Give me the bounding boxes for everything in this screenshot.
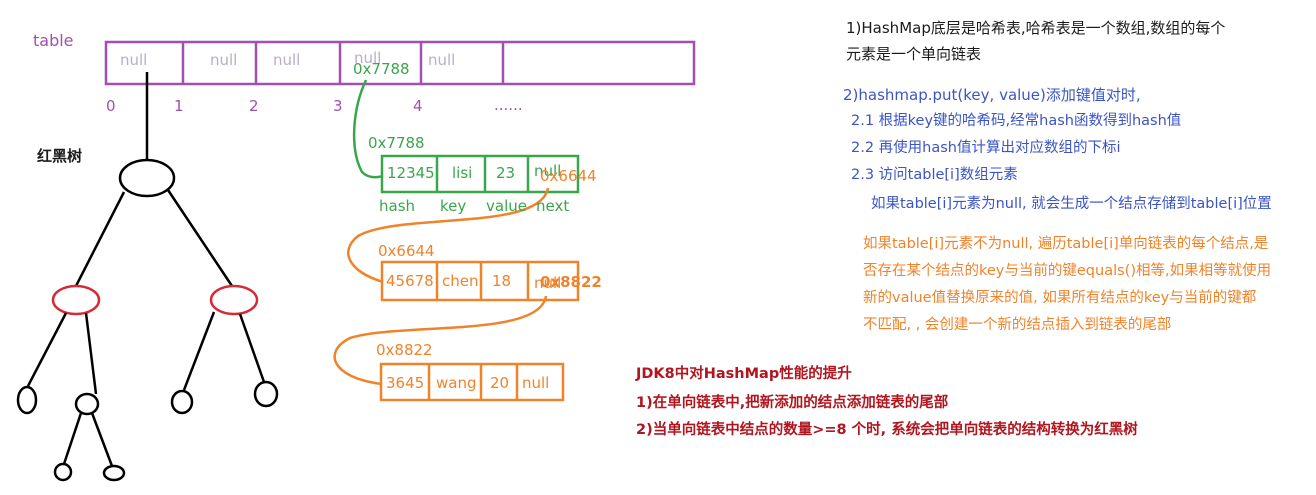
hash-table-array: [104, 40, 696, 86]
index-ellipsis: ......: [494, 96, 523, 114]
node3-value: 20: [490, 374, 510, 392]
note-2-3-nonnull-line-4: 不匹配, , 会创建一个新的结点插入到链表的尾部: [863, 317, 1172, 333]
node3-next: null: [522, 374, 550, 392]
table-cell-3-address: 0x7788: [353, 60, 410, 78]
node2-next-address: 0x8822: [540, 273, 602, 291]
linked-node-1-box: [380, 154, 580, 194]
index-0: 0: [106, 97, 116, 115]
node3-key: wang: [436, 374, 477, 392]
node1-key: lisi: [452, 164, 473, 182]
note-2-3-nonnull-line-1: 如果table[i]元素不为null, 遍历table[i]单向链表的每个结点,…: [863, 236, 1269, 252]
link-node1-to-node2: [347, 187, 550, 284]
node2-address: 0x6644: [378, 242, 435, 260]
node3-address: 0x8822: [376, 341, 433, 359]
linked-node-3-box: [379, 362, 565, 402]
index-1: 1: [174, 97, 184, 115]
node2-key: chen: [442, 272, 479, 290]
note-1-line-2: 元素是一个单向链表: [846, 45, 982, 63]
red-black-tree-label: 红黑树: [37, 147, 83, 165]
node1-hash: 12345: [387, 164, 435, 182]
field-label-hash: hash: [379, 197, 416, 215]
table-cell-4: null: [428, 51, 456, 69]
field-label-value: value: [486, 197, 527, 215]
table-cell-3: null: [354, 49, 382, 67]
red-black-tree: [16, 72, 279, 482]
note-2-3: 2.3 访问table[i]数组元素: [851, 167, 1018, 183]
node1-next-address: 0x6644: [540, 167, 597, 185]
note-2-2: 2.2 再使用hash值计算出对应数组的下标i: [851, 140, 1121, 156]
note-2-title: 2)hashmap.put(key, value)添加键值对时,: [843, 86, 1141, 104]
field-label-key: key: [440, 197, 467, 215]
index-3: 3: [333, 97, 343, 115]
jdk8-point-2: 2)当单向链表中结点的数量>=8 个时, 系统会把单向链表的结构转换为红黑树: [636, 422, 1138, 438]
index-2: 2: [249, 97, 259, 115]
note-2-3-null-case: 如果table[i]元素为null, 就会生成一个结点存储到table[i]位置: [871, 196, 1272, 212]
field-label-next: next: [536, 197, 570, 215]
node1-value: 23: [496, 164, 516, 182]
node2-value: 18: [492, 272, 512, 290]
link-table-to-node1: [352, 79, 384, 179]
node1-next: null: [534, 162, 562, 180]
jdk8-point-1: 1)在单向链表中,把新添加的结点添加链表的尾部: [636, 395, 949, 411]
table-cell-0: null: [120, 51, 148, 69]
node2-next: null: [534, 274, 562, 292]
note-2-3-nonnull-line-2: 否存在某个结点的key与当前的键equals()相等,如果相等就使用: [863, 263, 1272, 279]
table-label: table: [33, 31, 74, 50]
jdk8-title: JDK8中对HashMap性能的提升: [636, 366, 852, 382]
index-4: 4: [413, 97, 423, 115]
note-1-line-1: 1)HashMap底层是哈希表,哈希表是一个数组,数组的每个: [846, 19, 1226, 37]
node2-hash: 45678: [386, 272, 434, 290]
note-2-3-nonnull-line-3: 新的value值替换原来的值, 如果所有结点的key与当前的键都: [863, 290, 1257, 306]
table-cell-1: null: [210, 51, 238, 69]
link-node2-to-node3: [333, 295, 548, 386]
table-cell-2: null: [273, 51, 301, 69]
node3-hash: 3645: [386, 374, 425, 392]
note-2-1: 2.1 根据key键的哈希码,经常hash函数得到hash值: [851, 113, 1182, 129]
node1-address: 0x7788: [368, 134, 425, 152]
